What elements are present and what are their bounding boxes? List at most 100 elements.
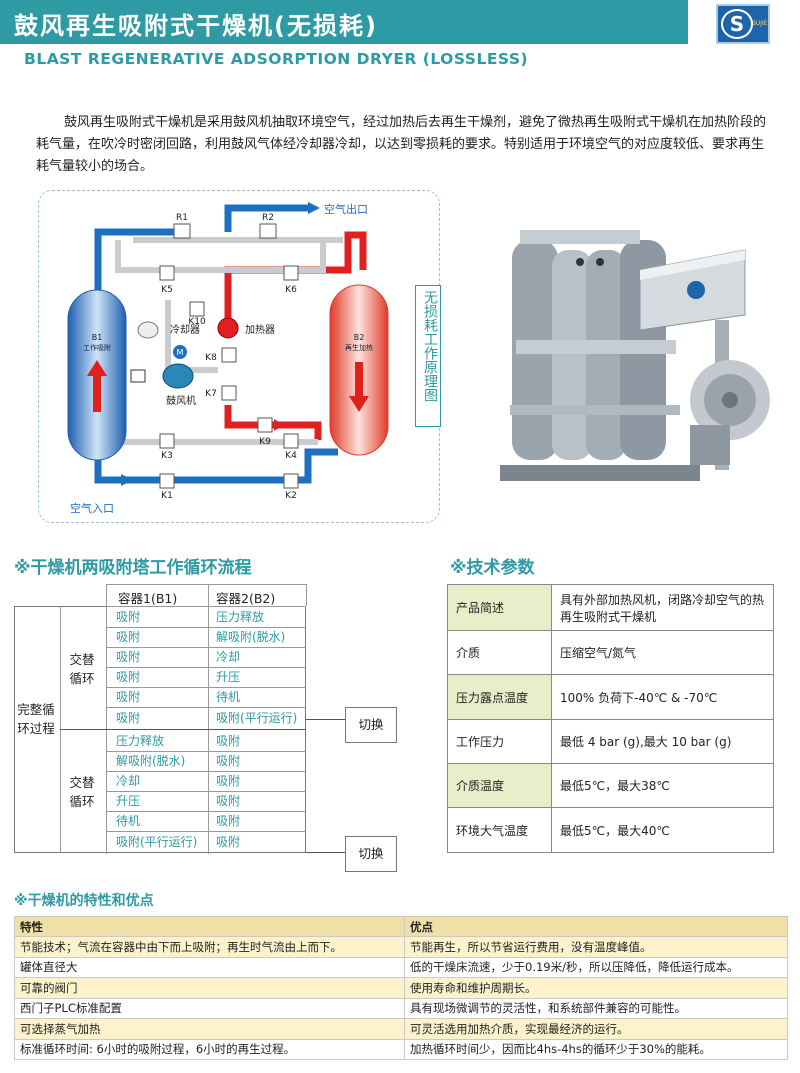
table-row: 标准循环时间: 6小时的吸附过程，6小时的再生过程。加热循环时间少，因而比4hs… xyxy=(14,1038,788,1060)
cycle-cell: 吸附 xyxy=(116,630,141,644)
svg-text:R1: R1 xyxy=(176,213,188,223)
tech-key: 产品简述 xyxy=(447,584,552,631)
table-row: 可靠的阀门使用寿命和维护周期长。 xyxy=(14,977,788,999)
vent-arrow xyxy=(274,419,284,431)
gray-pipes xyxy=(115,237,343,445)
cycle-cell: 吸附 xyxy=(116,650,141,664)
tech-value: 最低5℃，最大40℃ xyxy=(551,807,774,853)
svg-text:K8: K8 xyxy=(205,353,217,363)
svg-text:K3: K3 xyxy=(161,451,173,461)
cycle-cell: 吸附 xyxy=(216,734,241,748)
cycle-cell: 冷却 xyxy=(116,774,141,788)
valve-k6 xyxy=(283,265,299,281)
svg-text:K10: K10 xyxy=(188,317,206,327)
tech-key: 介质温度 xyxy=(447,763,552,808)
features-col-feature: 特性 xyxy=(14,916,405,937)
tech-row: 工作压力最低 4 bar (g),最大 10 bar (g) xyxy=(447,719,774,764)
features-col-benefit: 优点 xyxy=(404,916,788,937)
cycle-cell: 升压 xyxy=(116,794,141,808)
benefit-cell: 加热循环时间少，因而比4hs-4hs的循环少于30%的能耗。 xyxy=(404,1038,788,1060)
valve-r1 xyxy=(173,223,191,239)
benefit-cell: 低的干燥床流速，少于0.19米/秒，所以压降低，降低运行成本。 xyxy=(404,956,788,978)
svg-text:B1: B1 xyxy=(92,333,103,342)
tech-row: 产品简述具有外部加热风机，闭路冷却空气的热再生吸附式干燥机 xyxy=(447,584,774,631)
switch-box-2: 切换 xyxy=(345,836,397,872)
valve-k8 xyxy=(221,347,237,363)
logo-mark-icon: S xyxy=(721,9,753,39)
svg-text:鼓风机: 鼓风机 xyxy=(166,394,196,407)
valve-k5 xyxy=(159,265,175,281)
svg-text:工作吸附: 工作吸附 xyxy=(83,343,111,352)
cycle-cell: 解吸附(脱水) xyxy=(116,754,186,768)
cooler xyxy=(137,321,159,339)
tech-key: 环境大气温度 xyxy=(447,807,552,853)
feature-cell: 可靠的阀门 xyxy=(14,977,405,999)
cycle-cell: 吸附 xyxy=(116,670,141,684)
svg-text:K9: K9 xyxy=(259,437,271,447)
feature-cell: 罐体直径大 xyxy=(14,956,405,978)
tech-value: 具有外部加热风机，闭路冷却空气的热再生吸附式干燥机 xyxy=(551,584,774,631)
tech-row: 环境大气温度最低5℃，最大40℃ xyxy=(447,807,774,853)
tech-row: 介质压缩空气/氮气 xyxy=(447,630,774,675)
benefit-cell: 节能再生，所以节省运行费用，没有温度峰值。 xyxy=(404,936,788,958)
valve-k1 xyxy=(159,473,175,489)
benefit-cell: 使用寿命和维护周期长。 xyxy=(404,977,788,999)
valve-k4 xyxy=(283,433,299,449)
valve-r2 xyxy=(259,223,277,239)
svg-text:R2: R2 xyxy=(262,213,274,223)
cycle-cell: 吸附 xyxy=(116,711,141,725)
table-row: 罐体直径大低的干燥床流速，少于0.19米/秒，所以压降低，降低运行成本。 xyxy=(14,956,788,978)
page-title: 鼓风再生吸附式干燥机(无损耗) xyxy=(14,12,378,40)
svg-text:K1: K1 xyxy=(161,491,173,501)
features-header-row: 特性 优点 xyxy=(14,916,788,937)
blower xyxy=(162,363,194,389)
features-section-title: ※干燥机的特性和优点 xyxy=(14,893,154,909)
tech-params-table: 产品简述具有外部加热风机，闭路冷却空气的热再生吸附式干燥机 介质压缩空气/氮气 … xyxy=(447,584,774,853)
cycle-cell: 待机 xyxy=(216,690,241,704)
dryer-photo xyxy=(490,210,776,500)
cycle-cell: 冷却 xyxy=(216,650,241,664)
tech-value: 最低 4 bar (g),最大 10 bar (g) xyxy=(551,719,774,764)
intro-paragraph: 鼓风再生吸附式干燥机是采用鼓风机抽取环境空气，经过加热后去再生干燥剂，避免了微热… xyxy=(36,115,767,174)
tech-value: 100% 负荷下-40℃ & -70℃ xyxy=(551,674,774,720)
tech-row: 介质温度最低5℃，最大38℃ xyxy=(447,763,774,808)
side-label: 无损耗工作原理图 xyxy=(422,290,438,402)
cycle-cell: 压力释放 xyxy=(216,610,265,624)
valve-k10 xyxy=(189,301,205,317)
tech-key: 工作压力 xyxy=(447,719,552,764)
tech-key: 介质 xyxy=(447,630,552,675)
cycle-cell: 压力释放 xyxy=(116,734,165,748)
tank-b1: B1 工作吸附 xyxy=(67,289,127,461)
logo-text: SUJIE xyxy=(752,20,768,27)
feature-cell: 西门子PLC标准配置 xyxy=(14,997,405,1019)
table-row: 节能技术；气流在容器中由下而上吸附；再生时气流由上而下。节能再生，所以节省运行费… xyxy=(14,936,788,958)
brand-logo: S SUJIE xyxy=(716,4,770,44)
cycle-cell: 吸附 xyxy=(216,835,241,849)
cycle-cell: 解吸附(脱水) xyxy=(216,630,286,644)
feature-cell: 节能技术；气流在容器中由下而上吸附；再生时气流由上而下。 xyxy=(14,936,405,958)
air-in-label: 空气入口 xyxy=(70,501,114,515)
svg-text:K4: K4 xyxy=(285,451,297,461)
cycle-cell: 待机 xyxy=(116,814,141,828)
benefit-cell: 具有现场微调节的灵活性，和系统部件兼容的可能性。 xyxy=(404,997,788,1019)
tech-key: 压力露点温度 xyxy=(447,674,552,720)
cycle-cell: 吸附(平行运行) xyxy=(116,835,198,849)
features-table: 特性 优点 节能技术；气流在容器中由下而上吸附；再生时气流由上而下。节能再生，所… xyxy=(14,916,788,1060)
tank-b2: B2 再生加热 xyxy=(329,284,389,456)
heater xyxy=(217,317,239,339)
air-in-arrow xyxy=(121,474,133,486)
valve-k7 xyxy=(221,385,237,401)
valve-k9 xyxy=(257,417,273,433)
svg-text:K2: K2 xyxy=(285,491,297,501)
svg-text:再生加热: 再生加热 xyxy=(345,343,373,352)
tech-value: 最低5℃，最大38℃ xyxy=(551,763,774,808)
svg-text:K6: K6 xyxy=(285,285,297,295)
title-bar: 鼓风再生吸附式干燥机(无损耗) xyxy=(0,0,688,44)
switch-box-1: 切换 xyxy=(345,707,397,743)
cycle-section-title: ※干燥机两吸附塔工作循环流程 xyxy=(14,558,252,578)
page-subtitle: BLAST REGENERATIVE ADSORPTION DRYER (LOS… xyxy=(24,50,529,68)
tech-section-title: ※技术参数 xyxy=(450,558,535,578)
air-out-arrow xyxy=(308,202,320,214)
feature-cell: 标准循环时间: 6小时的吸附过程，6小时的再生过程。 xyxy=(14,1038,405,1060)
air-out-label: 空气出口 xyxy=(324,202,368,216)
